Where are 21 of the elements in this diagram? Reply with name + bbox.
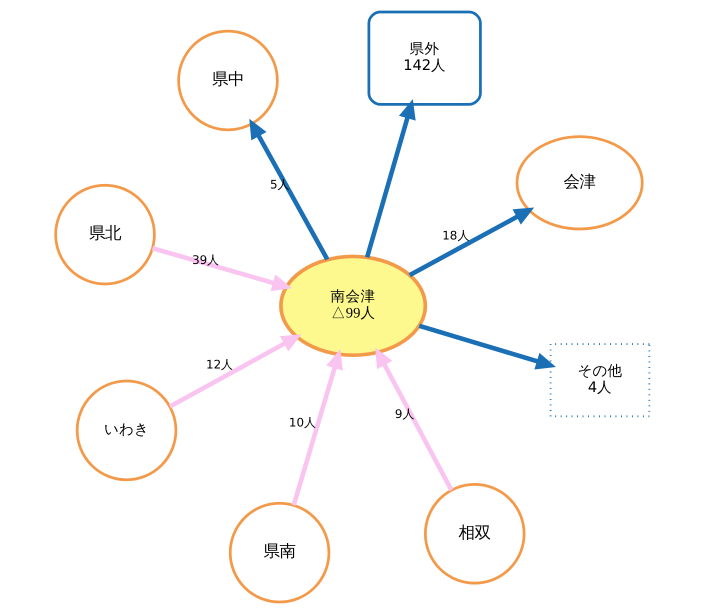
edge-label: 10人 [288, 415, 316, 430]
node-circle: いわき [76, 380, 178, 482]
arrow [292, 349, 343, 506]
arrow [152, 246, 292, 292]
node-circle: 県中 [177, 30, 279, 132]
node-box: その他 4人 [550, 343, 650, 418]
node-circle: 県南 [228, 502, 330, 604]
arrow [418, 324, 556, 370]
edge-label: 39人 [192, 253, 220, 268]
edge-label: 12人 [206, 357, 234, 372]
arrow [375, 347, 454, 492]
edge-label: 18人 [442, 228, 470, 242]
arrow [249, 118, 330, 261]
node-circle: 相双 [424, 483, 526, 585]
arrow [364, 99, 416, 258]
node-ellipse: 会津 [516, 135, 644, 230]
node-box: 県外 142人 [368, 10, 482, 106]
node-circle: 県北 [54, 184, 156, 286]
arrow [168, 334, 302, 409]
arrow [408, 208, 534, 278]
edge-label: 9人 [394, 406, 414, 421]
